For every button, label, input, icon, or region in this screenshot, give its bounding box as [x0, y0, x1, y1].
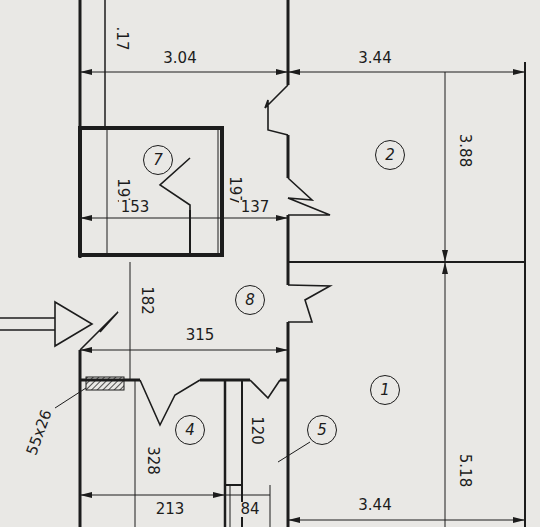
dimension-label: 84	[238, 502, 261, 517]
tick	[80, 347, 92, 353]
wall	[104, 0, 106, 128]
dimension-line	[80, 72, 525, 73]
door-swings	[80, 85, 330, 425]
dimension-line	[130, 262, 131, 380]
dimension-label: 137	[239, 200, 272, 215]
tick	[276, 347, 288, 353]
dimension-label: 55x26	[24, 405, 56, 458]
dimension-ticks	[80, 69, 525, 523]
room-number: 4	[175, 415, 205, 445]
wall	[224, 380, 227, 527]
wall	[287, 215, 290, 285]
leader-line	[55, 388, 86, 408]
door-swing	[265, 85, 288, 135]
tick	[80, 492, 92, 498]
column-hatch	[86, 377, 124, 390]
dimension-line	[230, 485, 231, 527]
tick	[276, 215, 288, 221]
tick	[213, 492, 225, 498]
wall	[287, 322, 290, 527]
dimension-label: 5.18	[458, 451, 473, 488]
room-number-text: 2	[385, 148, 395, 163]
dimension-label: 3.44	[356, 498, 393, 513]
room-number-text: 5	[317, 423, 327, 438]
dimension-line	[80, 218, 288, 219]
tick	[80, 215, 92, 221]
dimension-line	[135, 380, 136, 527]
wall	[288, 261, 525, 263]
walls	[80, 0, 525, 527]
dimension-line	[107, 128, 108, 255]
tick	[288, 69, 300, 75]
dimension-line	[270, 485, 271, 527]
dimension-line	[288, 520, 525, 521]
dimension-line	[80, 350, 288, 351]
door-swing	[80, 312, 118, 350]
dimension-label: 3.88	[458, 131, 473, 168]
room-number-text: 8	[245, 293, 255, 308]
dimension-label: 3.44	[356, 51, 393, 66]
room-number: 7	[143, 145, 173, 175]
arrow-shaft	[0, 317, 55, 319]
leader-line	[278, 442, 310, 462]
wall	[287, 135, 290, 178]
tick	[276, 69, 288, 75]
wall	[280, 379, 288, 382]
bathroom-wall	[80, 128, 222, 255]
room-number: 5	[307, 415, 337, 445]
dimension-label: 153	[119, 200, 152, 215]
room-number: 1	[370, 375, 400, 405]
room-number-text: 4	[185, 423, 195, 438]
arrow-head	[55, 302, 92, 346]
dimension-label: 315	[184, 328, 217, 343]
dimension-label: 213	[154, 502, 187, 517]
arrow-shaft	[0, 329, 55, 331]
entrance-arrow	[0, 302, 92, 346]
wall	[225, 484, 242, 486]
room-number-text: 1	[380, 383, 390, 398]
dimension-label: 120	[248, 414, 263, 447]
dimension-line	[80, 495, 270, 496]
dimension-lines	[55, 72, 525, 527]
dimension-label: 3.04	[161, 51, 198, 66]
tick	[513, 69, 525, 75]
dimension-label: .17	[114, 24, 129, 52]
tick	[80, 69, 92, 75]
room-number-text: 7	[153, 153, 163, 168]
dimension-label: 328	[144, 444, 159, 477]
dimension-line	[218, 128, 219, 255]
tick	[442, 250, 448, 262]
dimension-label: 182	[138, 284, 153, 317]
door-swing	[288, 178, 330, 215]
tick	[442, 262, 448, 274]
door-swing	[250, 380, 280, 398]
room-number: 8	[235, 285, 265, 315]
wall	[524, 62, 526, 527]
tick	[513, 517, 525, 523]
tick	[288, 517, 300, 523]
wall	[79, 350, 82, 527]
dimension-line	[445, 72, 446, 527]
room-number: 2	[375, 140, 405, 170]
door-swing	[288, 285, 330, 322]
wall	[189, 210, 191, 255]
